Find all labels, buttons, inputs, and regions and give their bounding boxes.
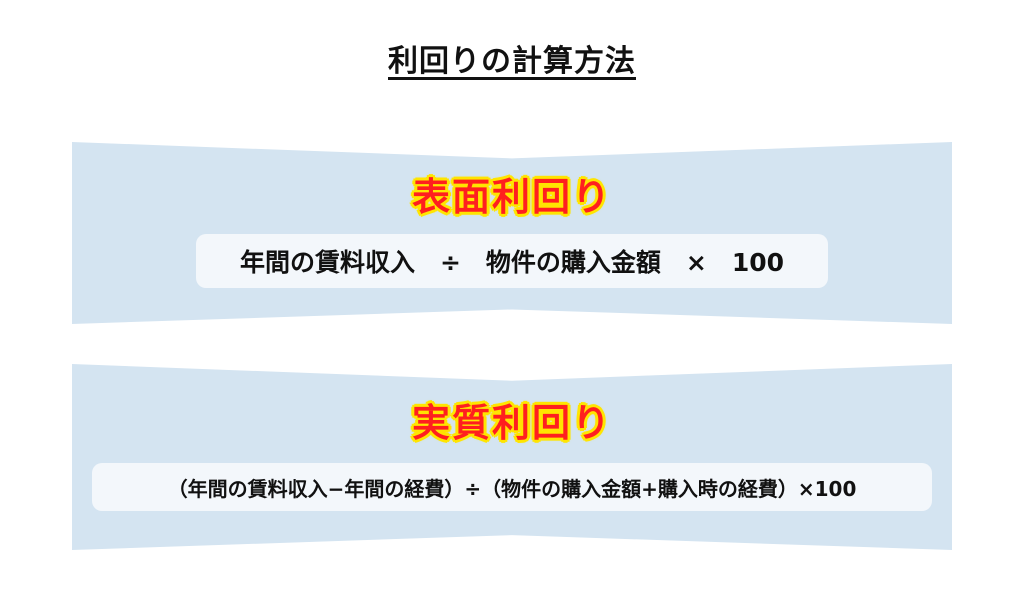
net-yield-heading: 実質利回り [411, 401, 612, 445]
surface-yield-panel: 表面利回り 年間の賃料収入 ÷ 物件の購入金額 × 100 [72, 142, 952, 324]
page-title: 利回りの計算方法 [0, 36, 1024, 80]
page-title-text: 利回りの計算方法 [388, 44, 636, 79]
surface-yield-formula: 年間の賃料収入 ÷ 物件の購入金額 × 100 [196, 234, 828, 288]
surface-yield-heading: 表面利回り [411, 175, 612, 219]
net-yield-formula: （年間の賃料収入−年間の経費）÷（物件の購入金額+購入時の経費）×100 [92, 463, 932, 511]
net-yield-panel: 実質利回り （年間の賃料収入−年間の経費）÷（物件の購入金額+購入時の経費）×1… [72, 364, 952, 550]
